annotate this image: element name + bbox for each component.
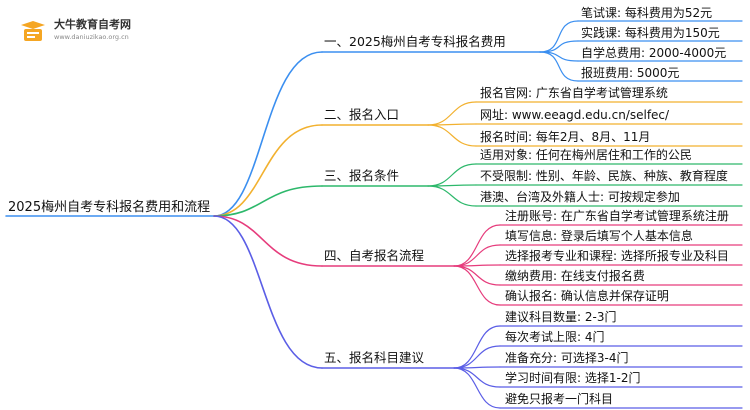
branch-5-label: 五、报名科目建议 bbox=[324, 350, 425, 365]
leaf-1-3-connector bbox=[539, 51, 579, 62]
branch-1-label: 一、2025梅州自考专科报名费用 bbox=[324, 34, 506, 49]
leaf-2-3: 报名时间: 每年2月、8月、11月 bbox=[480, 130, 651, 144]
leaf-4-4: 缴纳费用: 在线支付报名费 bbox=[505, 269, 645, 283]
branch-4-connector bbox=[213, 215, 323, 267]
leaf-1-2-connector bbox=[539, 40, 579, 53]
leaf-3-1: 适用对象: 任何在梅州居住和工作的公民 bbox=[480, 148, 692, 162]
leaf-4-2-connector bbox=[453, 244, 501, 267]
leaf-5-5: 避免只报考一门科目 bbox=[505, 392, 614, 406]
branch-1-connector bbox=[213, 51, 323, 217]
leaf-4-1: 注册账号: 在广东省自学考试管理系统注册 bbox=[505, 209, 729, 223]
leaf-5-3: 准备充分: 可选择3-4门 bbox=[505, 351, 629, 365]
leaf-3-3: 港澳、台湾及外籍人士: 可按规定参加 bbox=[480, 190, 680, 204]
branch-5-connector bbox=[213, 215, 323, 369]
leaf-4-4-connector bbox=[453, 265, 501, 286]
root-topic: 2025梅州自考专科报名费用和流程 bbox=[8, 200, 211, 215]
logo-title: 大牛教育自考网 bbox=[54, 18, 131, 31]
leaf-3-1-connector bbox=[427, 163, 477, 187]
leaf-1-4: 报班费用: 5000元 bbox=[581, 66, 680, 80]
leaf-3-3-connector bbox=[427, 185, 477, 207]
branch-2-connector bbox=[213, 124, 323, 217]
leaf-5-4-connector bbox=[453, 367, 501, 388]
leaf-2-1: 报名官网: 广东省自学考试管理系统 bbox=[480, 86, 668, 100]
leaf-2-2: 网址: www.eeagd.edu.cn/selfec/ bbox=[480, 108, 670, 122]
leaf-1-4-connector bbox=[539, 51, 579, 82]
leaf-4-5: 确认报名: 确认信息并保存证明 bbox=[505, 289, 669, 303]
logo-url: www.daniuzikao.org.cn bbox=[54, 33, 129, 41]
leaf-1-1-connector bbox=[539, 20, 579, 53]
leaf-5-2: 每次考试上限: 4门 bbox=[505, 330, 605, 344]
leaf-2-3-connector bbox=[427, 124, 477, 147]
leaf-4-5-connector bbox=[453, 265, 501, 306]
leaf-3-2: 不受限制: 性别、年龄、民族、种族、教育程度 bbox=[480, 169, 728, 183]
leaf-5-5-connector bbox=[453, 367, 501, 409]
logo-mark bbox=[18, 19, 48, 45]
branch-4-label: 四、自考报名流程 bbox=[324, 248, 425, 263]
leaf-1-1: 笔试课: 每科费用为52元 bbox=[581, 6, 713, 20]
leaf-4-2: 填写信息: 登录后填写个人基本信息 bbox=[505, 229, 693, 243]
leaf-1-2: 实践课: 每科费用为150元 bbox=[581, 26, 720, 40]
leaf-5-2-connector bbox=[453, 345, 501, 369]
leaf-5-1: 建议科目数量: 2-3门 bbox=[505, 310, 617, 324]
branch-3-label: 三、报名条件 bbox=[324, 168, 400, 183]
branch-2-label: 二、报名入口 bbox=[324, 107, 400, 122]
leaf-1-3: 自学总费用: 2000-4000元 bbox=[581, 46, 727, 60]
leaf-4-3: 选择报考专业和课程: 选择所报专业及科目 bbox=[505, 249, 729, 263]
leaf-5-4: 学习时间有限: 选择1-2门 bbox=[505, 371, 641, 385]
branch-3-connector bbox=[213, 185, 323, 217]
leaf-2-1-connector bbox=[427, 101, 477, 126]
